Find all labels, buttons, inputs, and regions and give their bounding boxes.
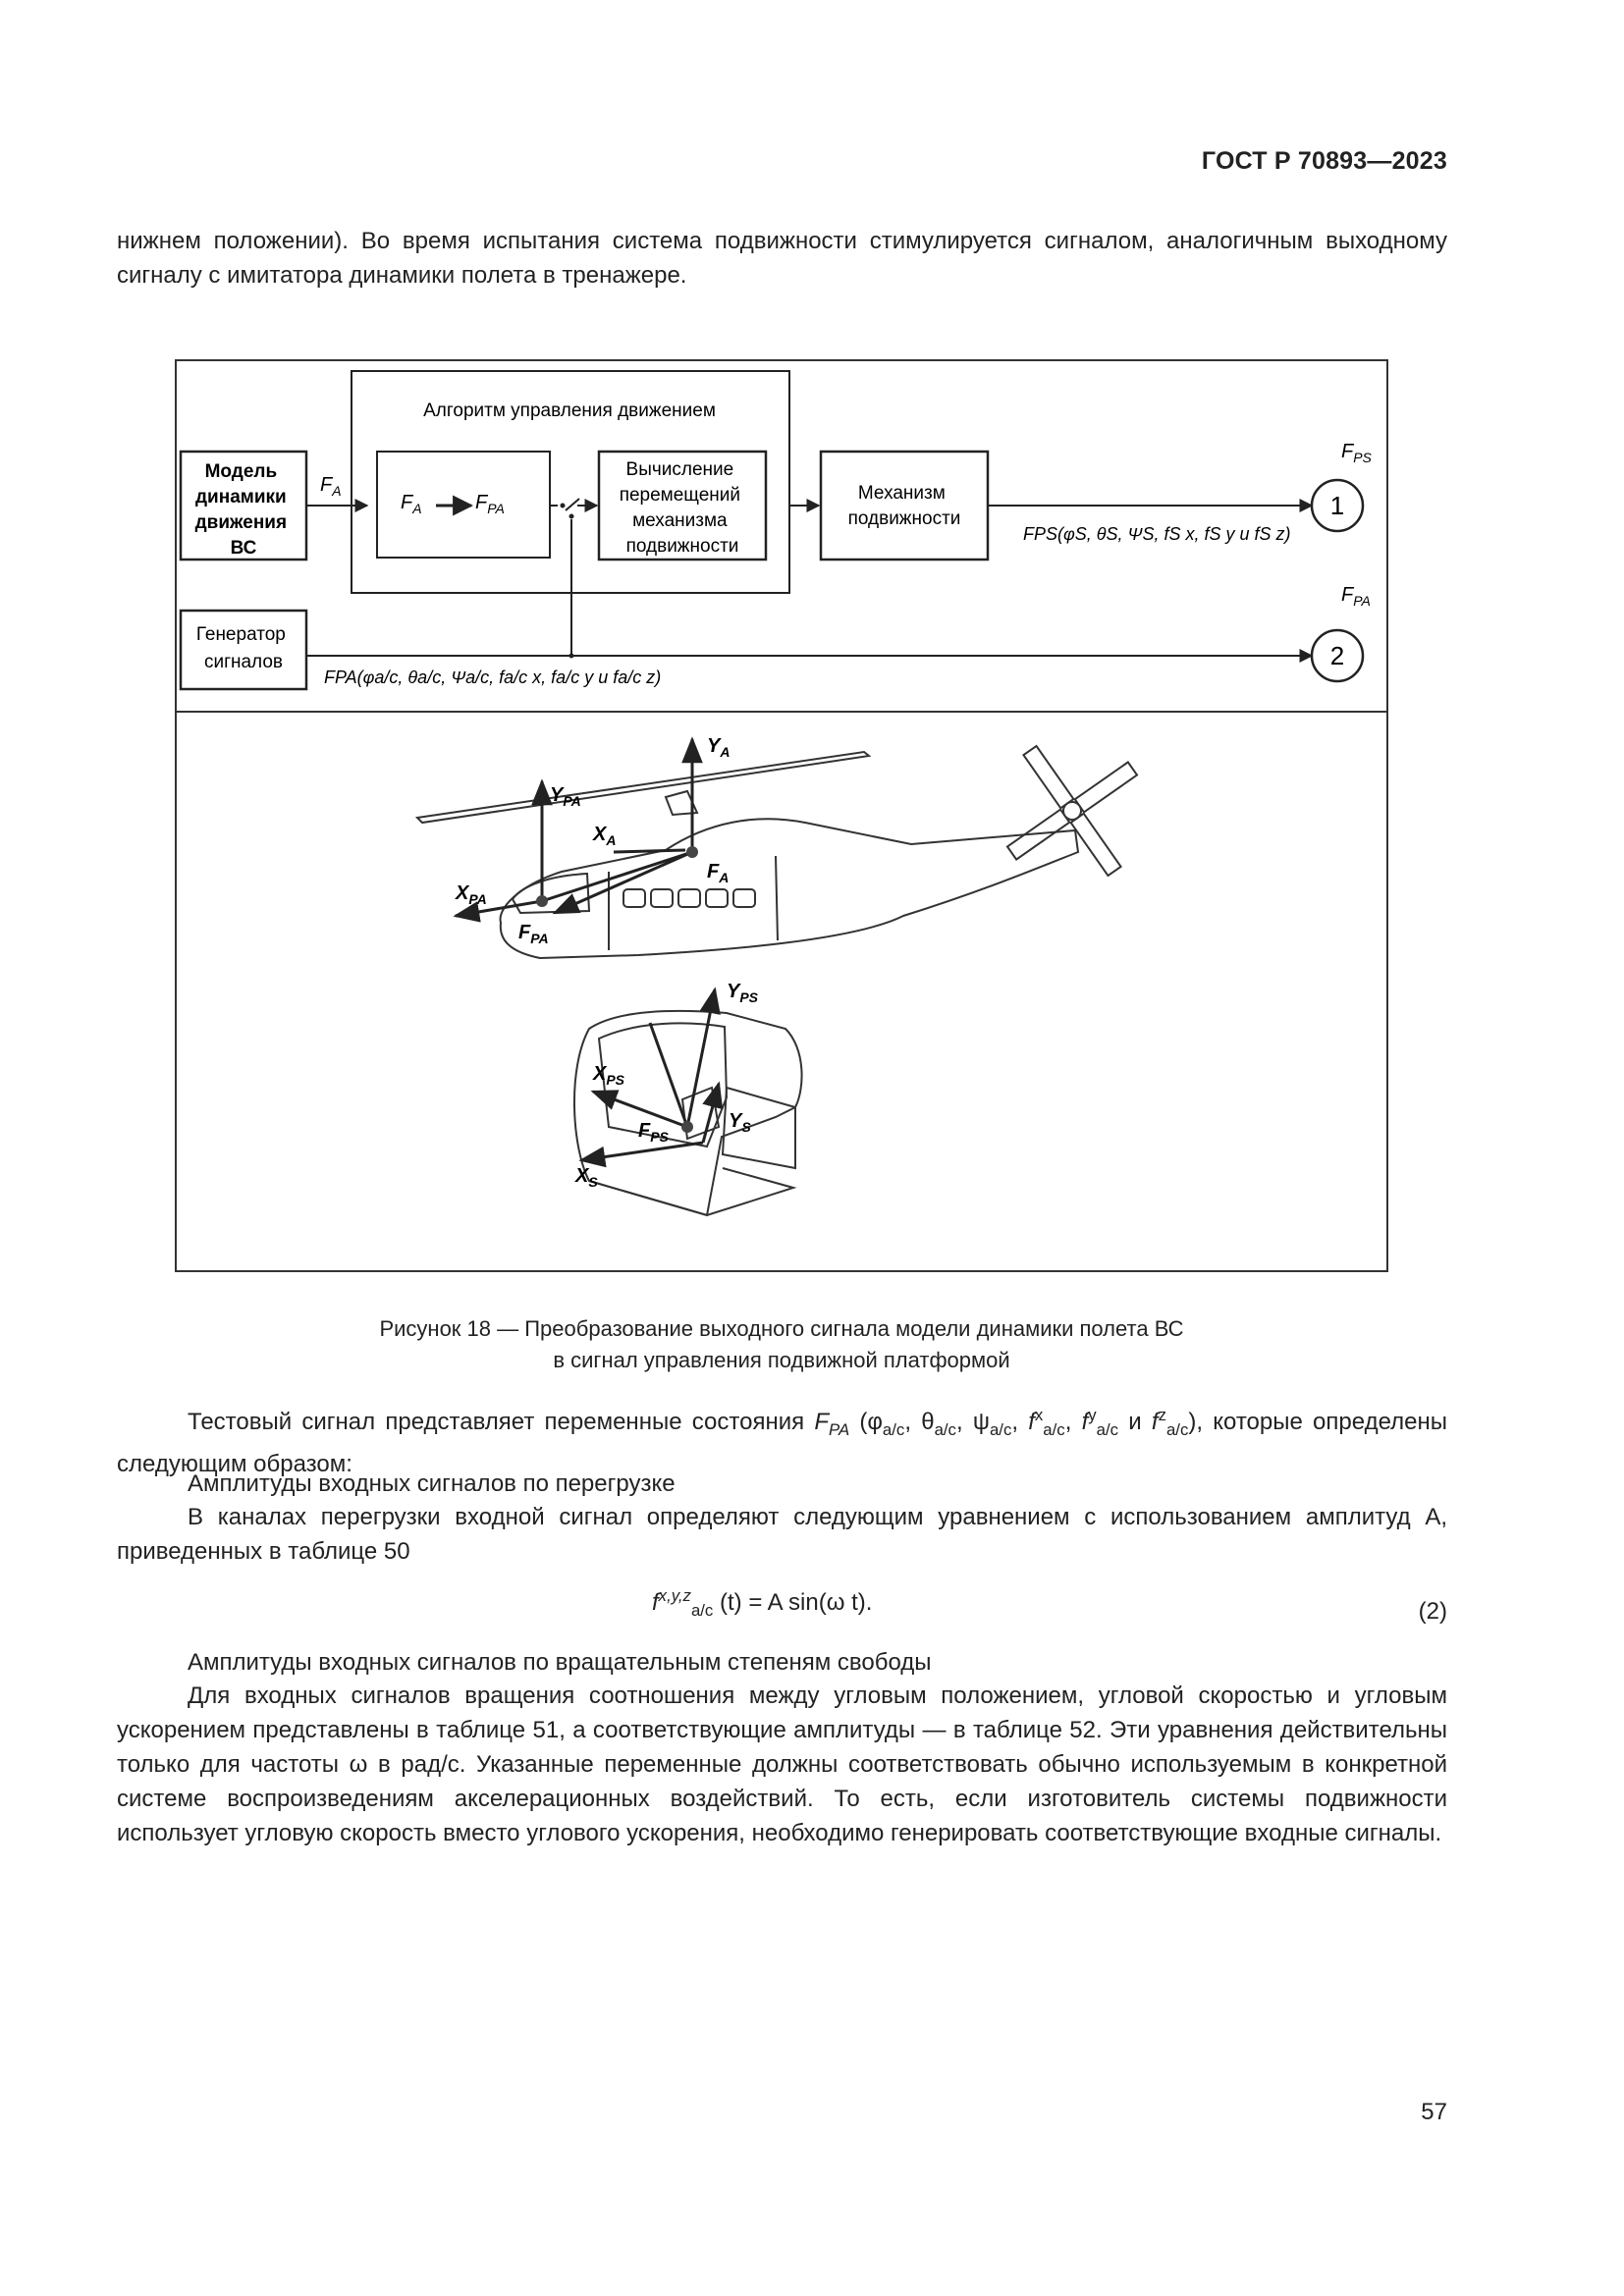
figure-18: Алгоритм управления движением Модель дин… xyxy=(175,359,1388,1272)
xs-label: XS xyxy=(574,1165,598,1190)
figure-divider xyxy=(177,711,1386,713)
figure-diagram: Алгоритм управления движением Модель дин… xyxy=(179,370,1373,1217)
output-2-label: 2 xyxy=(1330,641,1344,670)
xs-axis xyxy=(578,1141,704,1168)
cabin-axes xyxy=(578,987,724,1168)
xpa-axis xyxy=(453,899,543,923)
cabin-window xyxy=(705,888,729,908)
cabin-window xyxy=(732,888,756,908)
yps-label: YPS xyxy=(727,981,759,1005)
fpa-output-label: FPA xyxy=(1341,584,1371,609)
ys-label: YS xyxy=(729,1110,751,1135)
body-paragraph-4: Амплитуды входных сигналов по вращательн… xyxy=(188,1649,932,1676)
switch-contact-b xyxy=(568,513,574,519)
xa-label: XA xyxy=(592,824,616,848)
page-number: 57 xyxy=(1421,2099,1447,2125)
cabin-shell xyxy=(572,1009,803,1217)
xps-label: XPS xyxy=(592,1063,625,1088)
fa-fpa-link xyxy=(541,850,693,903)
rotor-hub xyxy=(664,789,699,817)
xpa-label: XPA xyxy=(455,882,487,907)
mechanism-block-label: Механизм подвижности xyxy=(848,483,961,529)
cabin-window xyxy=(623,888,646,908)
junction-dot xyxy=(568,653,574,659)
cockpit-window xyxy=(511,872,591,915)
fps-point xyxy=(681,1121,693,1133)
xa-axis xyxy=(552,850,693,915)
fps-cab-label: FPS xyxy=(638,1120,670,1145)
main-rotor-blade xyxy=(414,750,872,825)
calc-block-label: Вычисление перемещений механизма подвижн… xyxy=(620,459,746,557)
door-line xyxy=(775,855,779,941)
ys-axis xyxy=(701,1081,724,1144)
body-paragraph-3: В каналах перегрузки входной сигнал опре… xyxy=(117,1504,1447,1565)
cabin-pointer xyxy=(648,1022,689,1128)
output-1-circle xyxy=(1310,478,1365,533)
transform-to: FPA xyxy=(475,492,505,516)
body-paragraph-2: Амплитуды входных сигналов по перегрузке xyxy=(188,1470,676,1497)
figure-caption: Рисунок 18 — Преобразование выходного си… xyxy=(175,1313,1388,1376)
xps-axis xyxy=(590,1090,688,1129)
ypa-label: YPA xyxy=(550,784,581,809)
body-paragraph-5: Для входных сигналов вращения соотношени… xyxy=(117,1682,1447,1846)
calc-block xyxy=(597,450,768,561)
generator-block-label: Генератор сигналов xyxy=(196,624,291,672)
xa-pointer xyxy=(613,848,686,854)
body-paragraph-1: Тестовый сигнал представляет переменные … xyxy=(117,1406,1447,1477)
fpa-signal-label: FPA(φa/c, θa/c, Ψa/c, fa/c x, fa/c y и f… xyxy=(324,667,661,687)
cabin-window xyxy=(650,888,674,908)
fa-point xyxy=(686,846,698,858)
output-2-circle xyxy=(1310,628,1365,683)
fpa-point xyxy=(536,895,548,907)
ya-label: YA xyxy=(707,735,730,760)
cabin-side xyxy=(721,1086,796,1170)
model-block-label: Модель динамики движения ВС xyxy=(195,461,293,559)
switch-contact xyxy=(560,503,566,508)
transform-from: FA xyxy=(401,492,422,516)
switch-blade xyxy=(565,498,580,511)
yps-axis xyxy=(685,987,721,1128)
cabin-base xyxy=(588,1167,797,1217)
output-1-label: 1 xyxy=(1330,491,1344,520)
simulator-cabin xyxy=(572,1009,803,1217)
fpa-label: FPA xyxy=(518,922,549,946)
algorithm-title: Алгоритм управления движением xyxy=(423,400,716,421)
fps-signal-label: FPS(φS, θS, ΨS, fS x, fS y и fS z) xyxy=(1023,524,1291,544)
caption-line-1: Рисунок 18 — Преобразование выходного си… xyxy=(379,1316,1184,1341)
tail-rotor xyxy=(1005,744,1139,878)
helicopter-axes xyxy=(453,736,703,923)
mechanism-block xyxy=(819,450,990,561)
intro-paragraph: нижнем положении). Во время испытания си… xyxy=(117,228,1447,289)
fa-label: FA xyxy=(707,861,729,885)
fps-output-label: FPS xyxy=(1341,441,1373,465)
document-code: ГОСТ Р 70893—2023 xyxy=(1201,147,1447,175)
fa-input-label: FA xyxy=(320,474,342,499)
helicopter-illustration xyxy=(414,744,1139,960)
caption-line-2: в сигнал управления подвижной платформой xyxy=(553,1348,1010,1372)
generator-block xyxy=(179,609,308,691)
equation-body: fx,y,za/c (t) = A sin(ω t). xyxy=(652,1586,873,1620)
cabin-window xyxy=(677,888,701,908)
equation-2: fx,y,za/c (t) = A sin(ω t). (2) xyxy=(117,1578,1447,1637)
equation-number: (2) xyxy=(1418,1598,1447,1625)
